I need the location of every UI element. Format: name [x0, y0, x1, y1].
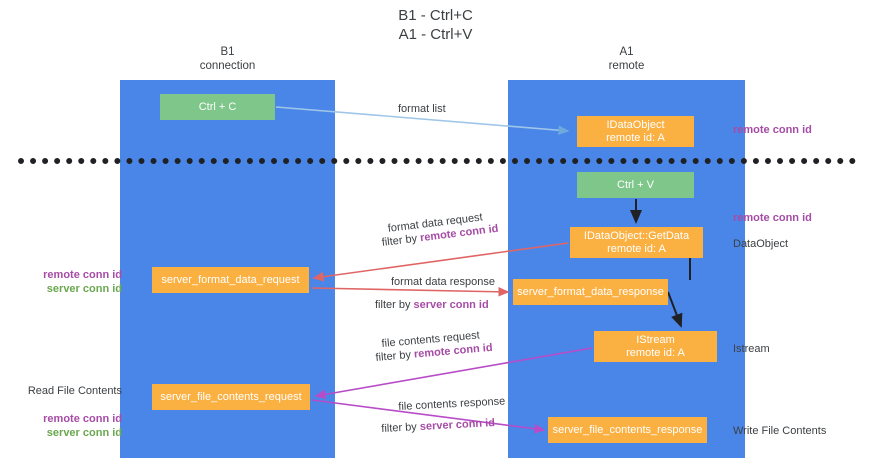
- annotation-right-remote-conn-id-top: remote conn id: [733, 124, 812, 136]
- lane-header-b1: B1 connection: [120, 45, 335, 73]
- node-server-file-contents-request-label: server_file_contents_request: [160, 390, 302, 403]
- node-ctrl-v[interactable]: Ctrl + V: [577, 172, 694, 198]
- node-server-format-data-request-label: server_format_data_request: [161, 273, 300, 286]
- annotation-left-remote-conn-id-bottom: remote conn id: [43, 413, 122, 425]
- title-line-1: B1 - Ctrl+C: [398, 7, 473, 24]
- filter-key-server-conn-id-1: server conn id: [413, 299, 489, 311]
- node-idataobject-label: IDataObject: [606, 118, 665, 131]
- edge-label-file-contents-response: file contents response: [398, 395, 506, 413]
- annotation-left-server-conn-id-mid: server conn id: [46, 283, 122, 295]
- node-ctrl-c-label: Ctrl + C: [198, 100, 237, 113]
- annotation-left-remote-conn-id-mid: remote conn id: [43, 269, 122, 281]
- lane-header-b1-name: B1: [220, 46, 235, 58]
- node-istream[interactable]: IStream remote id: A: [594, 331, 717, 362]
- node-server-file-contents-response[interactable]: server_file_contents_response: [548, 417, 707, 443]
- lane-header-a1-subtitle: remote: [608, 60, 645, 72]
- title-line-2: A1 - Ctrl+V: [398, 26, 473, 43]
- node-ctrl-v-label: Ctrl + V: [617, 178, 654, 191]
- lane-header-b1-subtitle: connection: [199, 60, 256, 72]
- node-idataobject-remote-id: remote id: A: [606, 131, 665, 144]
- annotation-left-read-file-contents: Read File Contents: [27, 385, 122, 397]
- node-idataobject[interactable]: IDataObject remote id: A: [577, 116, 694, 147]
- edge-label-format-data-response: format data response: [391, 276, 495, 288]
- node-server-format-data-response-label: server_format_data_response: [517, 285, 664, 298]
- dashed-divider: [18, 158, 856, 164]
- node-server-file-contents-request[interactable]: server_file_contents_request: [152, 384, 310, 410]
- node-istream-remote-id: remote id: A: [626, 346, 685, 359]
- diagram-title: B1 - Ctrl+C A1 - Ctrl+V: [0, 6, 871, 44]
- annotation-right-remote-conn-id-mid: remote conn id: [733, 212, 812, 224]
- edge-label-filter-server-conn-id-1: filter by server conn id: [375, 298, 489, 312]
- lane-header-a1: A1 remote: [508, 45, 745, 73]
- filter-prefix-1: filter by: [381, 232, 421, 249]
- node-idataobject-getdata-remote-id: remote id: A: [607, 242, 666, 255]
- node-server-format-data-request[interactable]: server_format_data_request: [152, 267, 309, 293]
- annotation-right-istream: Istream: [733, 343, 770, 355]
- node-server-file-contents-response-label: server_file_contents_response: [552, 423, 703, 436]
- annotation-right-write-file-contents: Write File Contents: [733, 425, 827, 437]
- node-server-format-data-response[interactable]: server_format_data_response: [513, 279, 668, 305]
- node-idataobject-getdata[interactable]: IDataObject::GetData remote id: A: [570, 227, 703, 258]
- filter-key-server-conn-id-2: server conn id: [419, 417, 496, 433]
- annotation-left-server-conn-id-bottom: server conn id: [46, 427, 122, 439]
- filter-prefix-4: filter by: [381, 420, 421, 435]
- annotation-left-conn-ids-mid: remote conn id server conn id: [0, 268, 122, 296]
- node-ctrl-c[interactable]: Ctrl + C: [160, 94, 275, 120]
- edge-label-format-list: format list: [398, 103, 446, 115]
- filter-prefix-2: filter by: [375, 299, 414, 311]
- annotation-right-dataobject: DataObject: [733, 238, 789, 250]
- filter-prefix-3: filter by: [375, 348, 415, 364]
- edge-label-filter-server-conn-id-2: filter by server conn id: [381, 416, 495, 436]
- node-idataobject-getdata-label: IDataObject::GetData: [583, 229, 690, 242]
- node-istream-label: IStream: [636, 333, 675, 346]
- annotation-left-read-file-contents-group: Read File Contents remote conn id server…: [0, 384, 122, 440]
- lane-header-a1-name: A1: [619, 46, 634, 58]
